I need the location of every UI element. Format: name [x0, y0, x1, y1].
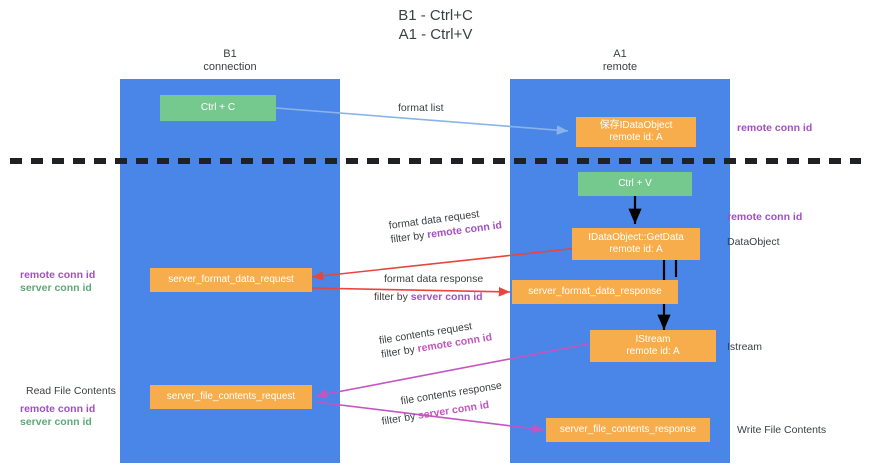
- edge-label-format-data-response-prefix: filter by: [374, 291, 411, 303]
- note-left-remote-conn-id: remote conn id: [20, 269, 96, 281]
- column-header-b1: B1 connection: [120, 48, 340, 74]
- box-idataobject-getdata[interactable]: IDataObject::GetData remote id: A: [572, 228, 700, 260]
- edge-label-format-data-response: format data response filter by server co…: [374, 272, 484, 304]
- box-ctrl-v[interactable]: Ctrl + V: [578, 172, 692, 196]
- box-idataobject-getdata-label: IDataObject::GetData: [588, 232, 684, 243]
- box-save-idataobject-sub: remote id: A: [609, 132, 663, 143]
- note-left-remote-conn-id-2: remote conn id: [20, 403, 96, 415]
- diagram-title: B1 - Ctrl+C A1 - Ctrl+V: [0, 6, 871, 44]
- note-istream: Istream: [727, 341, 763, 353]
- title-line-1: B1 - Ctrl+C: [398, 7, 473, 24]
- edge-label-format-list: format list: [398, 101, 444, 115]
- box-ctrl-v-label: Ctrl + V: [618, 178, 652, 189]
- edge-label-file-contents-response: file contents response filter by server …: [378, 379, 505, 429]
- edge-label-format-data-request-prefix: filter by: [389, 229, 428, 246]
- column-header-b1-line1: B1: [223, 48, 237, 60]
- title-line-2: A1 - Ctrl+V: [398, 26, 473, 43]
- edge-label-format-data-response-key: server conn id: [410, 291, 483, 303]
- column-header-a1-line1: A1: [613, 48, 627, 60]
- edge-label-format-data-request: format data request filter by remote con…: [388, 204, 503, 246]
- edge-label-format-data-response-text: format data response: [384, 273, 484, 285]
- box-server-file-contents-request-label: server_file_contents_request: [166, 391, 296, 402]
- column-header-a1-line2: remote: [602, 61, 638, 73]
- note-remote-conn-id-getdata: remote conn id: [727, 211, 803, 223]
- column-header-a1: A1 remote: [510, 48, 730, 74]
- edge-label-format-list-text: format list: [398, 102, 444, 114]
- edge-label-file-contents-request: file contents request filter by remote c…: [378, 316, 493, 361]
- box-server-format-data-request-label: server_format_data_request: [168, 274, 294, 285]
- note-write-file-contents: Write File Contents: [737, 424, 827, 436]
- box-save-idataobject-label: 保存IDataObject: [599, 120, 673, 131]
- note-dataobject: DataObject: [727, 236, 780, 248]
- box-idataobject-getdata-sub: remote id: A: [609, 244, 663, 255]
- column-header-b1-line2: connection: [203, 61, 257, 73]
- box-save-idataobject[interactable]: 保存IDataObject remote id: A: [576, 117, 696, 147]
- edge-label-file-contents-response-prefix: filter by: [380, 410, 420, 428]
- box-server-file-contents-response[interactable]: server_file_contents_response: [546, 418, 710, 442]
- box-server-file-contents-request[interactable]: server_file_contents_request: [150, 385, 312, 409]
- box-ctrl-c[interactable]: Ctrl + C: [160, 95, 276, 121]
- box-server-format-data-response-label: server_format_data_response: [528, 286, 662, 297]
- note-left-server-conn-id-2: server conn id: [20, 416, 92, 428]
- box-istream-label: IStream: [635, 334, 671, 345]
- box-istream[interactable]: IStream remote id: A: [590, 330, 716, 362]
- box-server-format-data-response[interactable]: server_format_data_response: [512, 280, 678, 304]
- box-istream-sub: remote id: A: [626, 346, 680, 357]
- note-left-server-conn-id: server conn id: [20, 282, 92, 294]
- note-remote-conn-id-top: remote conn id: [737, 122, 813, 134]
- box-ctrl-c-label: Ctrl + C: [200, 102, 236, 113]
- note-read-file-contents: Read File Contents: [26, 385, 116, 397]
- box-server-format-data-request[interactable]: server_format_data_request: [150, 268, 312, 292]
- box-server-file-contents-response-label: server_file_contents_response: [559, 424, 697, 435]
